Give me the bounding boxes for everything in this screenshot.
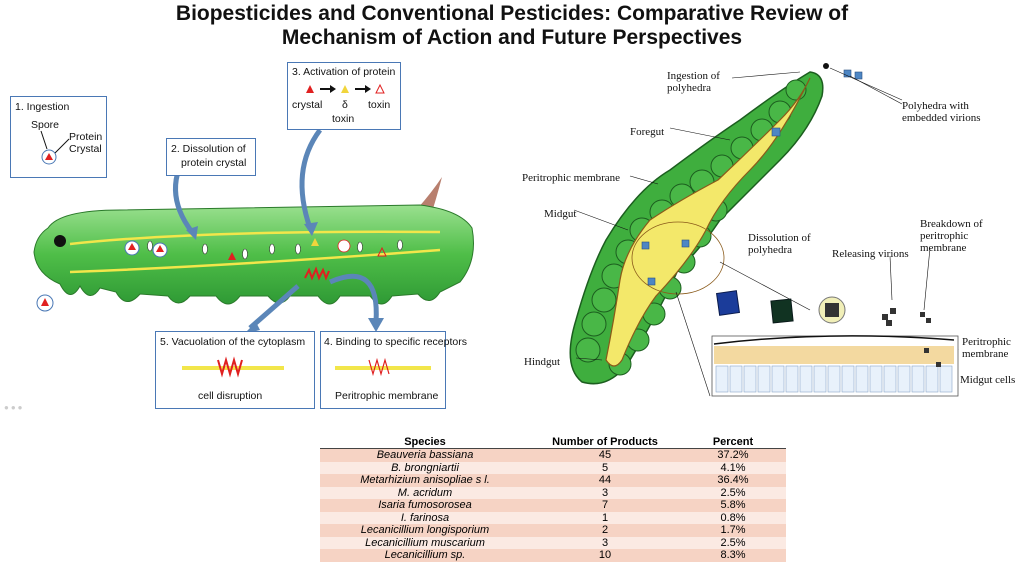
virus-mechanism-diagram: Ingestion of polyhedra Polyhedra with em… — [510, 60, 1024, 400]
label-breakdown-peritrophic: Breakdown of peritrophic membrane — [920, 218, 983, 254]
label-foregut: Foregut — [630, 126, 665, 138]
percent-cell: 2.5% — [680, 536, 786, 549]
step5-caption: cell disruption — [198, 390, 263, 402]
title-line-1: Biopesticides and Conventional Pesticide… — [175, 2, 849, 25]
step1-ingestion-box: 1. Ingestion Spore Protein Crystal — [10, 96, 107, 178]
label-hindgut: Hindgut — [524, 356, 561, 368]
products-cell: 3 — [530, 536, 680, 549]
label-peritrophic-membrane-inset: Peritrophic membrane — [962, 336, 1011, 360]
step4-binding-box: 4. Binding to specific receptors Peritro… — [320, 331, 467, 409]
products-cell: 2 — [530, 524, 680, 537]
step1-spore-icon — [40, 130, 70, 165]
species-products-table: Species Number of Products Percent Beauv… — [320, 435, 786, 562]
step4-caption: Peritrophic membrane — [335, 390, 439, 402]
species-cell: Lecanicillium longisporium — [320, 524, 530, 537]
bt-mechanism-diagram: 1. Ingestion Spore Protein Crystal 2. Di… — [0, 60, 500, 410]
products-cell: 1 — [530, 511, 680, 524]
caterpillar-illustration — [33, 128, 474, 334]
column-header-number-of-products: Number of Products — [530, 435, 680, 449]
larva-gut-illustration — [569, 63, 959, 397]
page-title: Biopesticides and Conventional Pesticide… — [0, 2, 1024, 50]
step1-spore-label: Spore — [31, 119, 60, 131]
step3-activation-icons — [306, 83, 385, 94]
percent-cell: 36.4% — [680, 474, 786, 487]
percent-cell: 2.5% — [680, 486, 786, 499]
products-cell: 45 — [530, 448, 680, 462]
step3-toxin-delta-label: toxin — [332, 113, 355, 125]
percent-cell: 5.8% — [680, 499, 786, 512]
step3-heading: 3. Activation of protein — [292, 66, 396, 78]
step3-toxin-label: toxin — [368, 99, 391, 111]
percent-cell: 8.3% — [680, 549, 786, 562]
species-cell: Metarhizium anisopliae s l. — [320, 474, 530, 487]
step3-activation-box: 3. Activation of protein crystal δ toxin… — [287, 62, 401, 130]
step2-dissolution-box: 2. Dissolution of protein crystal — [166, 138, 256, 176]
step2-line2: protein crystal — [181, 157, 247, 169]
step1-heading: 1. Ingestion — [15, 101, 70, 113]
label-midgut-cells: Midgut cells — [960, 374, 1016, 386]
watermark-dots: ● ● ● — [4, 403, 23, 412]
species-cell: B. brongniartii — [320, 461, 530, 474]
products-cell: 44 — [530, 474, 680, 487]
percent-cell: 1.7% — [680, 524, 786, 537]
step3-delta-label: δ — [342, 99, 348, 111]
title-line-2: Mechanism of Action and Future Perspecti… — [281, 26, 743, 49]
label-ingestion-of-polyhedra: Ingestion of polyhedra — [667, 70, 720, 94]
step4-receptor-icon — [335, 357, 431, 377]
step1-crystal-label: Crystal — [69, 143, 102, 155]
products-cell: 5 — [530, 461, 680, 474]
column-header-percent: Percent — [680, 435, 786, 449]
step5-heading: 5. Vacuolation of the cytoplasm — [160, 336, 306, 348]
products-cell: 7 — [530, 499, 680, 512]
species-cell: Lecanicillium muscarium — [320, 536, 530, 549]
species-cell: I. farinosa — [320, 511, 530, 524]
column-header-species: Species — [320, 435, 530, 449]
species-cell: Lecanicillium sp. — [320, 549, 530, 562]
step1-protein-label: Protein — [69, 131, 103, 143]
species-cell: Isaria fumosorosea — [320, 499, 530, 512]
label-midgut: Midgut — [544, 208, 577, 220]
step3-crystal-label: crystal — [292, 99, 323, 111]
percent-cell: 4.1% — [680, 461, 786, 474]
step5-cell-disruption-icon — [182, 356, 284, 378]
percent-cell: 0.8% — [680, 511, 786, 524]
step5-vacuolation-box: 5. Vacuolation of the cytoplasm cell dis… — [155, 331, 315, 409]
species-cell: M. acridum — [320, 486, 530, 499]
table-header-row: Species Number of Products Percent — [320, 435, 786, 449]
products-cell: 10 — [530, 549, 680, 562]
label-peritrophic-membrane: Peritrophic membrane — [522, 172, 621, 184]
percent-cell: 37.2% — [680, 448, 786, 462]
species-cell: Beauveria bassiana — [320, 448, 530, 462]
label-polyhedra-embedded-virions: Polyhedra with embedded virions — [902, 100, 981, 124]
step4-heading: 4. Binding to specific receptors — [324, 336, 467, 348]
products-cell: 3 — [530, 486, 680, 499]
step2-line1: 2. Dissolution of — [171, 143, 246, 155]
label-dissolution-of-polyhedra: Dissolution of polyhedra — [748, 232, 811, 256]
label-releasing-virions: Releasing virions — [832, 248, 909, 260]
